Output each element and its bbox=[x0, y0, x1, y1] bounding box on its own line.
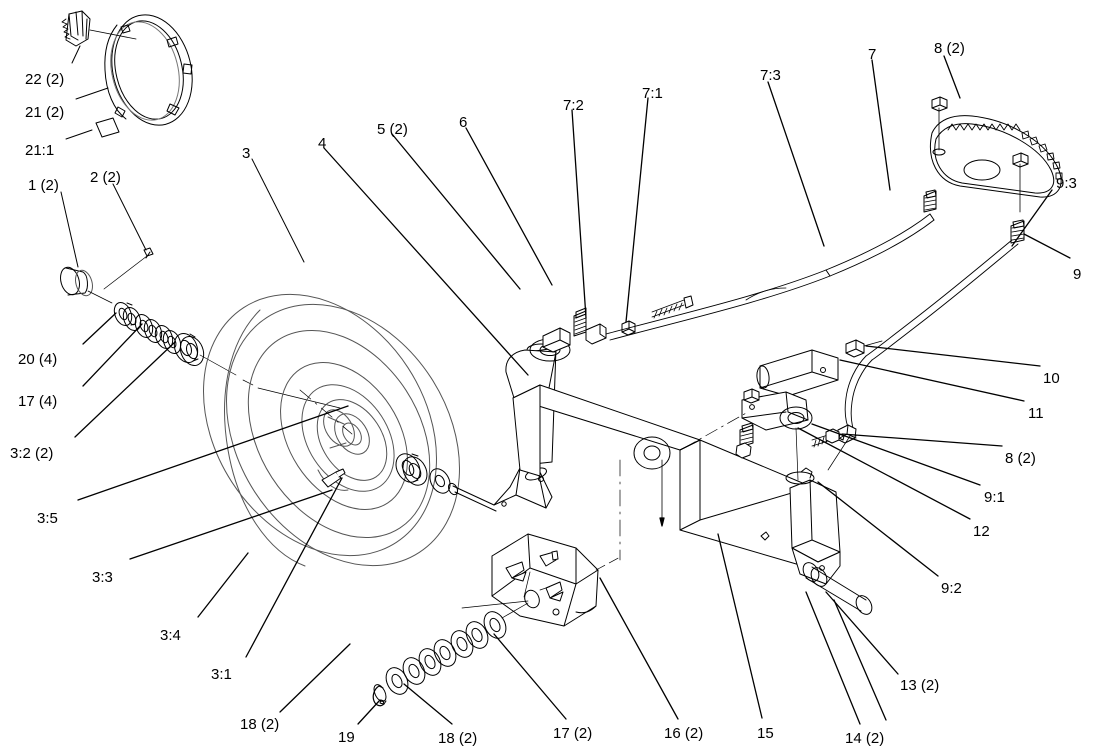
callout-label-3-5: 3:5 bbox=[37, 510, 58, 527]
callout-label-9-3: 9:3 bbox=[1056, 175, 1077, 192]
callout-label-10: 10 bbox=[1043, 370, 1060, 387]
callout-label-7-3: 7:3 bbox=[760, 67, 781, 84]
callout-label-3-3: 3:3 bbox=[92, 569, 113, 586]
callout-label-82: 8 (2) bbox=[934, 40, 965, 57]
callout-label-4: 4 bbox=[318, 135, 327, 152]
callout-label-9: 9 bbox=[1073, 266, 1082, 283]
callout-label-3-4: 3:4 bbox=[160, 627, 181, 644]
callout-label-3-1: 3:1 bbox=[211, 666, 232, 683]
callout-label-182: 18 (2) bbox=[438, 730, 478, 747]
callout-label-204: 20 (4) bbox=[18, 351, 58, 368]
lower-bracket-and-washers bbox=[372, 459, 623, 707]
callout-label-222: 22 (2) bbox=[25, 71, 65, 88]
callout-label-12: 12 bbox=[973, 523, 990, 540]
callout-label-7-2: 7:2 bbox=[563, 97, 584, 114]
callout-label-3: 3 bbox=[242, 145, 251, 162]
main-axle-frame bbox=[493, 338, 873, 615]
linkage-assembly bbox=[683, 239, 1019, 481]
callout-label-142: 14 (2) bbox=[845, 730, 885, 747]
leader-lines bbox=[60, 45, 1071, 725]
callout-label-3-22: 3:2 (2) bbox=[10, 445, 54, 462]
callout-label-162: 16 (2) bbox=[664, 725, 704, 742]
callout-label-182: 18 (2) bbox=[240, 716, 280, 733]
callout-label-212: 21 (2) bbox=[25, 104, 65, 121]
callout-label-22: 2 (2) bbox=[90, 169, 121, 186]
callout-label-9-2: 9:2 bbox=[941, 580, 962, 597]
tie-rod-assembly bbox=[542, 213, 935, 353]
callout-label-7-1: 7:1 bbox=[642, 85, 663, 102]
hub-ring-assembly bbox=[61, 10, 193, 138]
wheel-tire-assembly bbox=[203, 293, 497, 567]
callout-label-21-1: 21:1 bbox=[25, 142, 55, 159]
callout-label-52: 5 (2) bbox=[377, 121, 408, 138]
callout-label-19: 19 bbox=[338, 729, 355, 746]
callout-label-12: 1 (2) bbox=[28, 177, 59, 194]
callout-label-6: 6 bbox=[459, 114, 468, 131]
callout-label-82: 8 (2) bbox=[1005, 450, 1036, 467]
callout-label-9-1: 9:1 bbox=[984, 489, 1005, 506]
callout-label-132: 13 (2) bbox=[900, 677, 940, 694]
callout-label-15: 15 bbox=[757, 725, 774, 742]
callout-label-172: 17 (2) bbox=[553, 725, 593, 742]
callout-label-174: 17 (4) bbox=[18, 393, 58, 410]
cam-gear-plate bbox=[923, 96, 1063, 244]
callout-label-11: 11 bbox=[1028, 405, 1044, 422]
callout-label-7: 7 bbox=[868, 46, 877, 63]
